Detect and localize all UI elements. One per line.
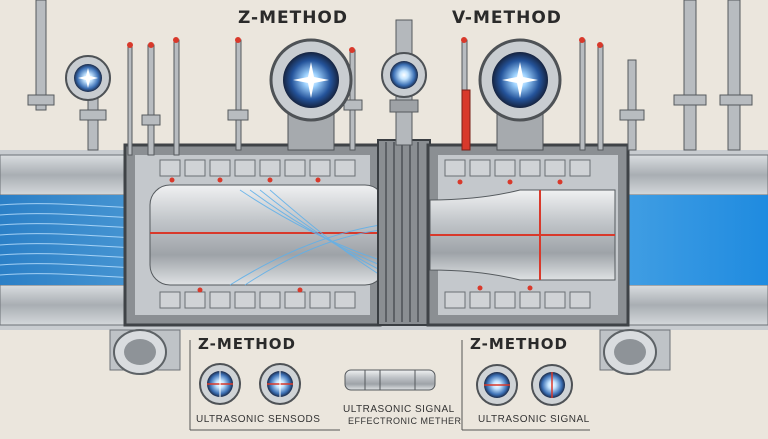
inset-panel-left	[189, 340, 340, 431]
left-measuring-chamber	[123, 143, 386, 327]
z-method-title-bottom-left: Z-METHOD	[198, 335, 296, 353]
ultrasonic-transducer-icon	[478, 38, 562, 151]
ultrasonic-transducer-icon	[199, 363, 241, 405]
right-measuring-chamber	[426, 143, 630, 327]
pressure-gauge-icon	[65, 55, 111, 101]
ultrasonic-transducer-icon	[531, 364, 573, 406]
v-method-title-top: V-METHOD	[452, 8, 562, 28]
inset-panel-right	[461, 340, 590, 431]
signal-cylinder	[344, 369, 436, 391]
ultrasonic-transducer-icon	[259, 363, 301, 405]
center-valve	[377, 19, 431, 326]
caption-electronic-meter: EFFECTRONIC METHER	[348, 416, 462, 426]
z-method-title-bottom-right: Z-METHOD	[470, 335, 568, 353]
caption-ultrasonic-sensors: ULTRASONIC SENSODS	[196, 414, 321, 425]
pressure-gauge-icon	[381, 52, 427, 98]
z-method-title-top: Z-METHOD	[238, 8, 348, 28]
caption-ultrasonic-signal-center: ULTRASONIC SIGNAL	[343, 404, 455, 415]
caption-ultrasonic-signal-right: ULTRASONIC SIGNAL	[478, 414, 590, 425]
ultrasonic-transducer-icon	[269, 38, 353, 151]
valve-standpipes	[27, 0, 753, 156]
ultrasonic-transducer-icon	[476, 364, 518, 406]
